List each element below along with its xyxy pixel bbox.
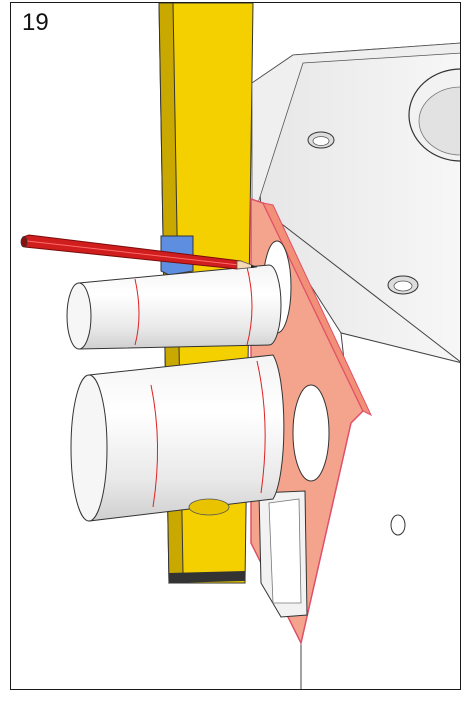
screw-hole bbox=[390, 514, 406, 536]
screw-hole bbox=[387, 275, 419, 295]
step-number: 19 bbox=[22, 9, 49, 36]
pencil bbox=[20, 234, 258, 270]
upper-cylinder bbox=[66, 264, 282, 350]
white-block bbox=[251, 42, 460, 689]
screw-hole bbox=[307, 131, 335, 149]
illustration-frame: 19 bbox=[10, 2, 461, 690]
lower-cylinder bbox=[70, 354, 285, 522]
assembly-illustration bbox=[20, 3, 460, 689]
